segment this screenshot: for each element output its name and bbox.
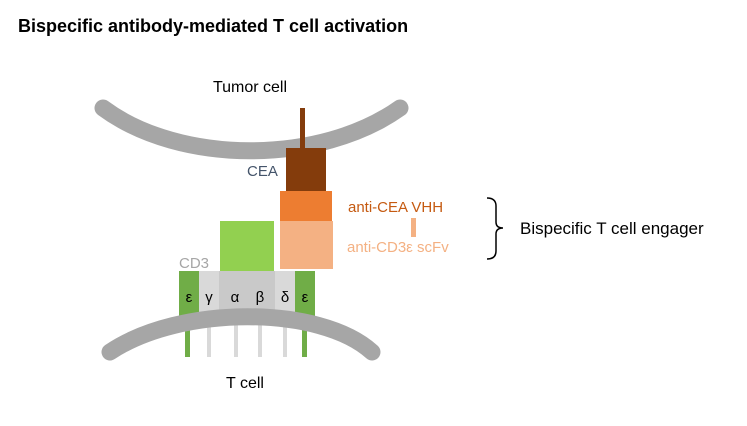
t-cell-membrane bbox=[101, 308, 381, 361]
beta-transmembrane bbox=[258, 321, 262, 357]
subunit-label-beta: β bbox=[256, 289, 265, 306]
subunit-label-delta: δ bbox=[281, 289, 289, 306]
engager-brace bbox=[486, 197, 504, 260]
epsilon-right-transmembrane bbox=[302, 321, 307, 357]
anti-cd3-scfv-label: anti-CD3ε scFv bbox=[347, 239, 449, 256]
subunit-label-epsilon-left: ε bbox=[186, 289, 193, 306]
tumor-cell-membrane bbox=[94, 99, 409, 160]
cea-block bbox=[286, 148, 326, 191]
tcr-variable-block bbox=[220, 221, 274, 272]
tumor-cell-label: Tumor cell bbox=[213, 79, 287, 96]
cd3-gamma-block bbox=[199, 271, 219, 321]
delta-transmembrane bbox=[283, 321, 287, 357]
anti-cea-vhh-label: anti-CEA VHH bbox=[348, 199, 443, 216]
cea-stalk bbox=[300, 108, 305, 150]
cea-label: CEA bbox=[247, 163, 278, 180]
gamma-transmembrane bbox=[207, 321, 211, 357]
cd3-epsilon-left-block bbox=[179, 271, 199, 321]
bispecific-engager-label: Bispecific T cell engager bbox=[520, 219, 704, 238]
t-cell-label: T cell bbox=[226, 375, 264, 392]
alpha-transmembrane bbox=[234, 321, 238, 357]
linker-mark bbox=[411, 218, 416, 237]
cd3-epsilon-right-block bbox=[295, 271, 315, 321]
subunit-label-alpha: α bbox=[231, 289, 240, 306]
subunit-label-epsilon-right: ε bbox=[302, 289, 309, 306]
cd3-delta-block bbox=[275, 271, 295, 321]
diagram-title: Bispecific antibody-mediated T cell acti… bbox=[18, 16, 408, 36]
cd3-label: CD3 bbox=[179, 255, 209, 272]
anti-cd3-scfv-block bbox=[280, 221, 333, 269]
epsilon-left-transmembrane bbox=[185, 321, 190, 357]
subunit-label-gamma: γ bbox=[205, 289, 213, 306]
anti-cea-vhh-block bbox=[280, 191, 332, 221]
